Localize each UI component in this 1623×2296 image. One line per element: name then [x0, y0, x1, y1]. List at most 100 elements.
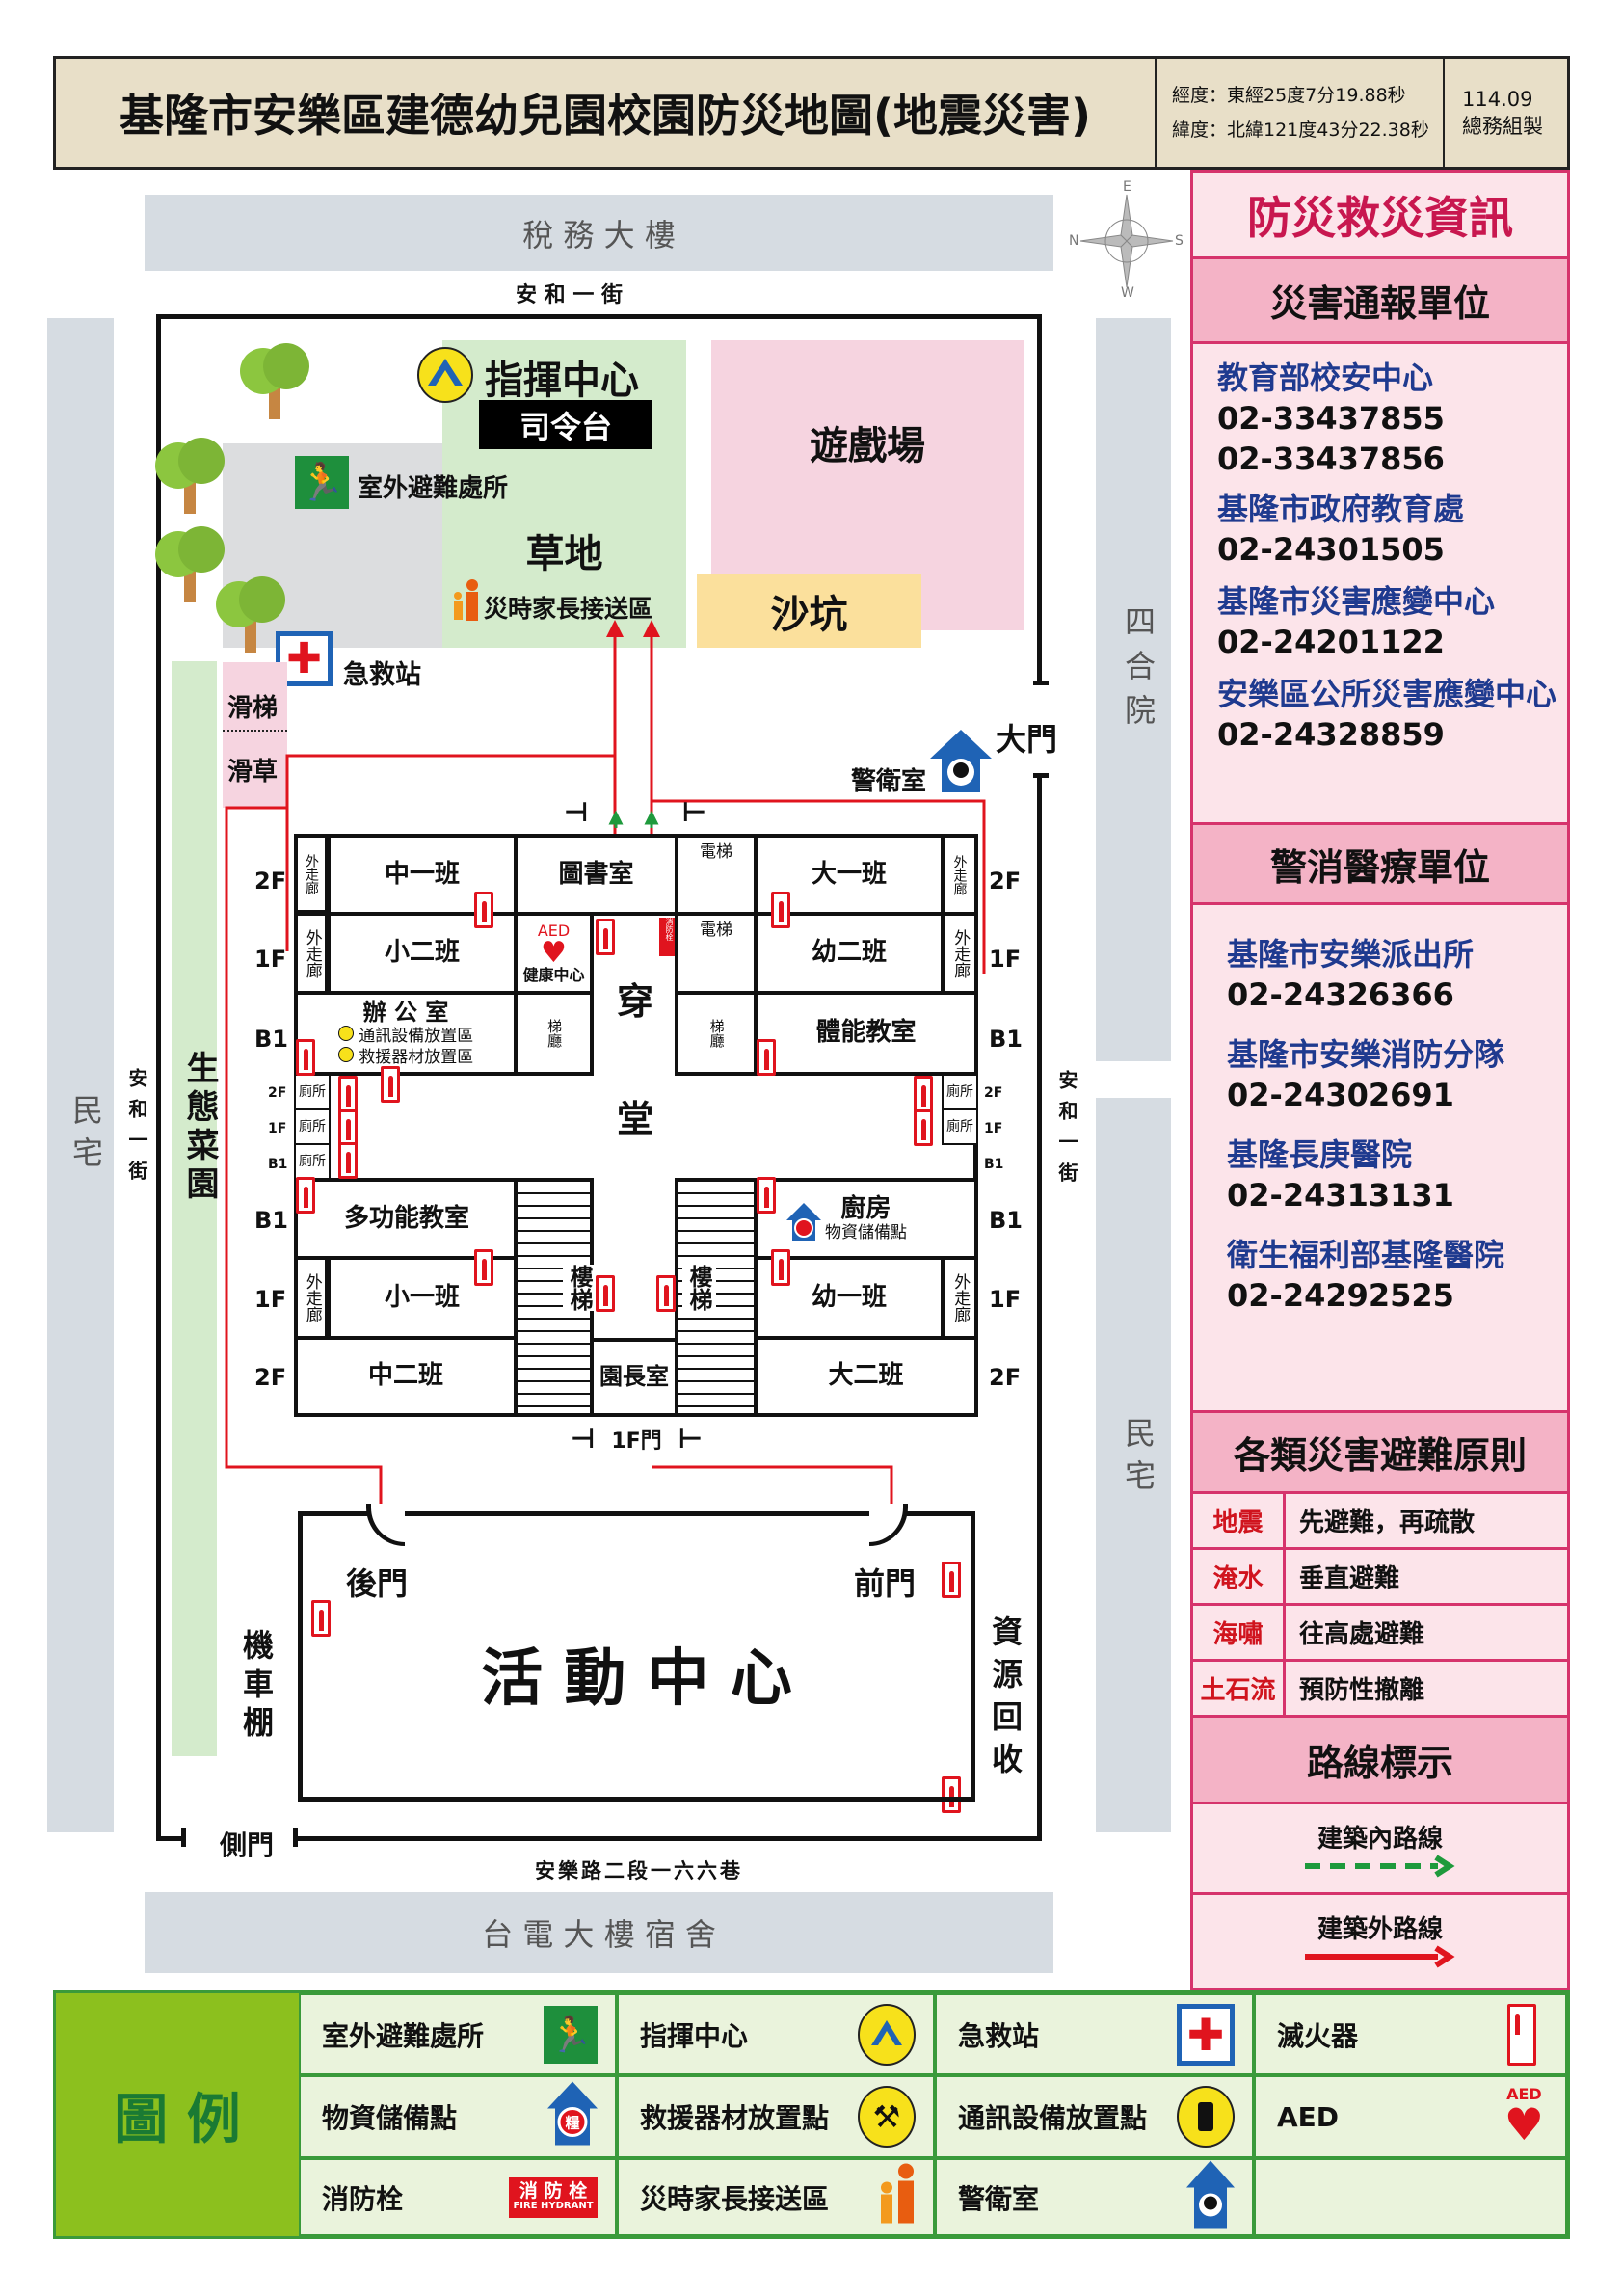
lawn-label: 草地 [525, 532, 603, 576]
toilet-right-2f: 廁所 [942, 1074, 978, 1110]
family-icon [877, 2162, 916, 2232]
guard-room-label: 警衛室 [851, 767, 927, 796]
tools-icon [337, 1046, 354, 1062]
slide-label: 滑梯 [227, 694, 279, 723]
guard-icon [930, 730, 992, 792]
compass-rose-icon [1079, 194, 1174, 288]
bottom-street-label: 安樂路二段一六六巷 [535, 1859, 743, 1882]
fire-hydrant-icon: 消防栓 [659, 918, 675, 956]
legend-item: 指揮中心 [617, 1993, 935, 2075]
room-label: 廁所 [299, 1118, 326, 1135]
sandpit-label: 沙坑 [770, 592, 848, 637]
room-label: 電梯 [700, 921, 732, 940]
corridor-r1: 外走廊 [941, 912, 978, 995]
unit-phone: 02-24201122 [1217, 624, 1445, 660]
longitude: 經度：東經25度7分19.88秒 [1172, 85, 1406, 106]
supply-label: 物資儲備點 [825, 1222, 907, 1242]
room-label: 梯廳 [545, 1019, 564, 1048]
lawn-area [442, 340, 686, 648]
legend-item: 滅火器 [1254, 1993, 1567, 2075]
hall-label-1: 穿 [617, 980, 654, 1023]
extinguisher-icon [474, 1249, 493, 1286]
room-label: 小一班 [384, 1282, 460, 1312]
unit-phone: 02-33437855 [1217, 400, 1445, 437]
grass-slide-label: 滑草 [227, 758, 279, 787]
action: 垂直避難 [1299, 1564, 1400, 1593]
unit-phone: 02-24301505 [1217, 531, 1445, 568]
room-label: 梯廳 [707, 1019, 726, 1048]
legend: 圖 例 室外避難處所🏃 指揮中心 急救站✚ 滅火器 物資儲備點糧 救援器材放置點… [53, 1990, 1570, 2239]
title-bar: 基隆市安樂區建德幼兒園校園防災地圖(地震災害) 經度：東經25度7分19.88秒… [53, 56, 1570, 170]
hydrant-en: FIRE HYDRANT [513, 2201, 594, 2212]
extinguisher-icon [474, 892, 493, 928]
command-center-icon [417, 347, 473, 403]
extinguisher-icon [338, 1076, 358, 1112]
principle-row: 地震先避難，再疏散 [1193, 1494, 1567, 1550]
first-aid-label: 急救站 [343, 660, 421, 690]
principle-row: 淹水垂直避難 [1193, 1550, 1567, 1606]
left-residence-label: 民宅 [67, 1094, 104, 1179]
room-label: 電梯 [700, 842, 732, 862]
corridor-label: 外走廊 [304, 853, 320, 894]
corridor-label: 外走廊 [950, 928, 971, 978]
room-label: 多功能教室 [344, 1203, 470, 1233]
playground-label: 遊戲場 [810, 424, 925, 468]
floor-label: 1F [989, 946, 1022, 973]
stage: 司令台 [479, 400, 652, 449]
room-label: 廁所 [299, 1083, 326, 1100]
corridor-r2: 外走廊 [941, 1256, 978, 1340]
extinguisher-icon [338, 1109, 358, 1146]
route-inside-label: 建築內路線 [1317, 1825, 1443, 1854]
corridor-label: 外走廊 [302, 1273, 322, 1322]
stair-hall-left: 梯廳 [514, 991, 594, 1076]
pickup-area-label: 災時家長接送區 [484, 595, 653, 623]
hazard: 海嘯 [1193, 1606, 1286, 1659]
extinguisher-icon [296, 1177, 315, 1214]
command-center-label: 指揮中心 [485, 359, 639, 403]
room-library: 圖書室 [514, 834, 678, 916]
action: 先避難，再疏散 [1299, 1508, 1476, 1537]
corridor-l1: 外走廊 [294, 912, 329, 995]
extinguisher-icon [296, 1039, 315, 1076]
legend-label: 消防栓 [322, 2182, 404, 2215]
floor-label: 1F [989, 1286, 1022, 1313]
unit-phone: 02-24313131 [1227, 1177, 1454, 1214]
comm-area-label: 通訊設備放置區 [359, 1027, 474, 1047]
running-man-icon: 🏃 [295, 456, 349, 509]
tree-icon [212, 571, 289, 657]
extinguisher-icon [914, 1076, 933, 1112]
unit-phone: 02-24326366 [1227, 976, 1454, 1013]
room-mid2: 中二班 [294, 1336, 518, 1417]
activity-center [298, 1511, 975, 1802]
legend-label: 救援器材放置點 [640, 2102, 830, 2134]
main-gate-gap [1033, 681, 1049, 778]
toilet-right-1f: 廁所 [942, 1108, 978, 1145]
corridor-label: 外走廊 [302, 928, 322, 978]
compass-e: E [1123, 179, 1131, 195]
floor-label: 2F [989, 868, 1022, 894]
slide-divider [223, 730, 287, 732]
floor-label: B1 [984, 1157, 1004, 1172]
right-street-label: 安和一街 [1055, 1070, 1078, 1193]
aed-label: AED [537, 921, 571, 940]
aed-icon: ♥ [541, 936, 567, 970]
tree-icon [236, 337, 313, 424]
top-building: 稅 務 大 樓 [145, 195, 1053, 271]
aed-icon: AED♥ [1503, 2085, 1544, 2150]
extinguisher-icon [757, 1177, 776, 1214]
emergency-title: 警消醫療單位 [1193, 822, 1567, 905]
room-label: 小二班 [384, 938, 460, 968]
room-label: 廁所 [946, 1118, 973, 1135]
legend-empty-cell [1254, 2158, 1567, 2236]
activity-center-label: 活 動 中 心 [481, 1643, 792, 1715]
bottom-building: 台 電 大 樓 宿 舍 [145, 1892, 1053, 1973]
corridor-label: 外走廊 [951, 854, 968, 895]
comm-area: 通訊設備放置區 [337, 1026, 474, 1047]
floor-label: 2F [984, 1085, 1003, 1101]
stairs-right [675, 1178, 758, 1417]
